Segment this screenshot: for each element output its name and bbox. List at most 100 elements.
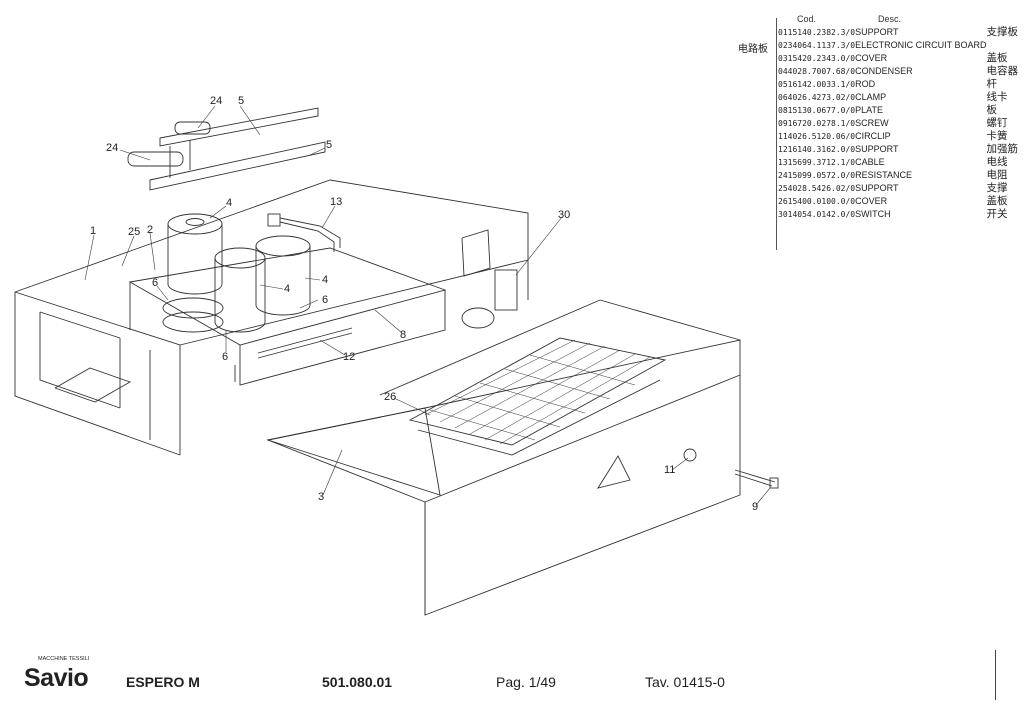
part-number: 01: [778, 28, 788, 37]
part-description: SUPPORT: [855, 27, 899, 37]
part-description: COVER: [855, 196, 888, 206]
part-code: 16142.0033.1/0: [787, 80, 856, 89]
part-description: ELECTRONIC CIRCUIT BOARD: [855, 40, 987, 50]
part-number: 26: [778, 197, 788, 206]
part-number: 04: [778, 67, 788, 76]
resistor-rod-assembly: [127, 107, 326, 191]
leader-lines: [84, 105, 771, 506]
callout-label: 5: [238, 95, 244, 107]
part-description-cn: 盖板: [986, 195, 1008, 207]
part-number: 03: [778, 54, 788, 63]
part-description: RESISTANCE: [855, 170, 912, 180]
part-code: 15099.0572.0/0: [787, 171, 856, 180]
part-description: CLAMP: [855, 92, 887, 102]
parts-table-divider: [776, 18, 777, 250]
part-code: 15699.3712.1/0: [787, 158, 856, 167]
callout-label: 25: [128, 226, 140, 238]
part-number: 02: [778, 41, 788, 50]
callout-label: 26: [384, 391, 396, 403]
part-description-cn: 电线: [986, 156, 1008, 168]
part-code: 15140.2382.3/0: [787, 28, 856, 37]
cable-bundle: [267, 213, 341, 252]
part-description-cn: 支撑板: [986, 26, 1019, 38]
part-description: COVER: [855, 53, 888, 63]
circlip: [683, 448, 697, 462]
header-desc: Desc.: [878, 14, 902, 24]
part-description: CONDENSER: [855, 66, 913, 76]
screw: [734, 469, 779, 489]
part-description: ROD: [855, 79, 876, 89]
callout-label: 13: [330, 196, 342, 208]
part-description: PLATE: [855, 105, 883, 115]
part-description-cn: 开关: [986, 208, 1008, 220]
part-code: 4028.7007.68/0: [787, 67, 856, 76]
callout-label: 4: [284, 283, 290, 295]
part-number: 12: [778, 145, 788, 154]
grille-cover: [408, 337, 667, 456]
high-voltage-warning-sign: [597, 455, 631, 489]
callout-label: 3: [318, 491, 324, 503]
footer: MACCHINE TESSILI Savio ESPERO M 501.080.…: [0, 650, 1000, 700]
part-code: 16140.3162.0/0: [787, 145, 856, 154]
page-number: Pag. 1/49: [496, 674, 556, 690]
part-number: 11: [778, 132, 788, 141]
part-code: 4026.5120.06/0: [787, 132, 856, 141]
footer-divider: [995, 650, 996, 700]
part-description: CABLE: [855, 157, 885, 167]
part-number: 30: [778, 210, 788, 219]
part-description-cn: 支撑: [986, 182, 1008, 194]
part-description-cn: 盖板: [986, 52, 1008, 64]
chassis-outline: [14, 179, 529, 456]
circuit-board-plate: [128, 247, 447, 386]
part-number: 06: [778, 93, 788, 102]
callout-label: 12: [343, 351, 355, 363]
part-number: 05: [778, 80, 788, 89]
part-number: 13: [778, 158, 788, 167]
callout-label: 6: [222, 351, 228, 363]
part-description-cn: 卡簧: [986, 130, 1008, 142]
switch-body: [461, 229, 518, 329]
capacitor-group: [162, 213, 311, 333]
part-code: 15130.0677.0/0: [787, 106, 856, 115]
callout-label: 2: [147, 224, 153, 236]
part-description-cn: 板: [986, 104, 998, 116]
part-code: 15400.0100.0/0: [787, 197, 856, 206]
front-cover-panel: [266, 299, 741, 616]
part-description: SUPPORT: [855, 144, 899, 154]
part-code: 4028.5426.02/0: [787, 184, 856, 193]
part-description-cn: 螺钉: [986, 117, 1008, 129]
part-description: SUPPORT: [855, 183, 899, 193]
brand-logo: MACCHINE TESSILI Savio: [24, 656, 89, 693]
part-number: 25: [778, 184, 788, 193]
callout-label: 6: [322, 294, 328, 306]
callout-label: 11: [664, 464, 675, 476]
table-reference: Tav. 01415-0: [645, 674, 725, 690]
callout-label: 30: [558, 209, 570, 221]
part-number: 24: [778, 171, 788, 180]
callout-label: 24: [210, 95, 222, 107]
model-name: ESPERO M: [126, 674, 200, 690]
header-code: Cod.: [797, 14, 817, 24]
callout-label: 8: [400, 329, 406, 341]
callout-label: 4: [322, 274, 328, 286]
part-description-cn: 杆: [986, 78, 998, 90]
part-code: 4026.4273.02/0: [787, 93, 856, 102]
part-description-cn: 电容器: [986, 65, 1019, 77]
part-code: 16720.0278.1/0: [787, 119, 856, 128]
brand-tagline: MACCHINE TESSILI: [38, 656, 90, 662]
callout-label: 4: [226, 197, 232, 209]
board-label-cn: 电路板: [738, 44, 768, 55]
